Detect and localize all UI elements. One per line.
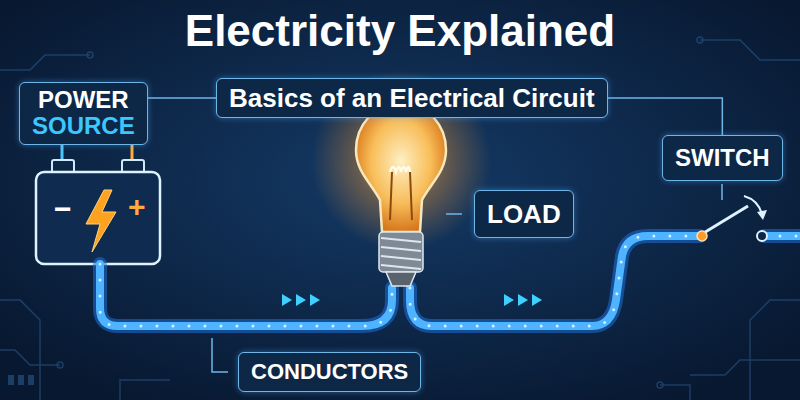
lightning-bolt (86, 190, 116, 252)
heading-box: Basics of an Electrical Circuit (216, 78, 608, 118)
screw-thread (381, 256, 421, 260)
box-label: Basics of an Electrical Circuit (229, 84, 595, 113)
box-label: SOURCE (32, 113, 135, 139)
component-box: SWITCH (662, 135, 783, 181)
leader-line (721, 184, 723, 200)
leader-line (446, 213, 462, 215)
battery (36, 160, 160, 264)
component-box: POWERSOURCE (19, 82, 148, 145)
switch-symbol (697, 196, 767, 241)
title: Electricity Explained (0, 6, 800, 56)
box-label: LOAD (487, 200, 561, 229)
screw-thread (381, 238, 421, 242)
connector-line (148, 97, 216, 99)
box-label: POWER (38, 87, 129, 113)
box-label: CONDUCTORS (251, 360, 408, 384)
leader-line (212, 338, 228, 372)
flow-arrows (282, 294, 542, 306)
screw-thread (381, 265, 421, 269)
chip-pads (8, 375, 34, 385)
terminal-sign: + (128, 192, 146, 222)
circuit-traces (0, 37, 800, 400)
terminal-sign: − (54, 194, 72, 224)
connector-line (608, 98, 723, 135)
screw-thread (381, 247, 421, 251)
box-label: SWITCH (675, 145, 770, 171)
component-box: CONDUCTORS (238, 352, 421, 392)
conductor-wire (100, 236, 800, 326)
component-box: LOAD (474, 190, 574, 238)
